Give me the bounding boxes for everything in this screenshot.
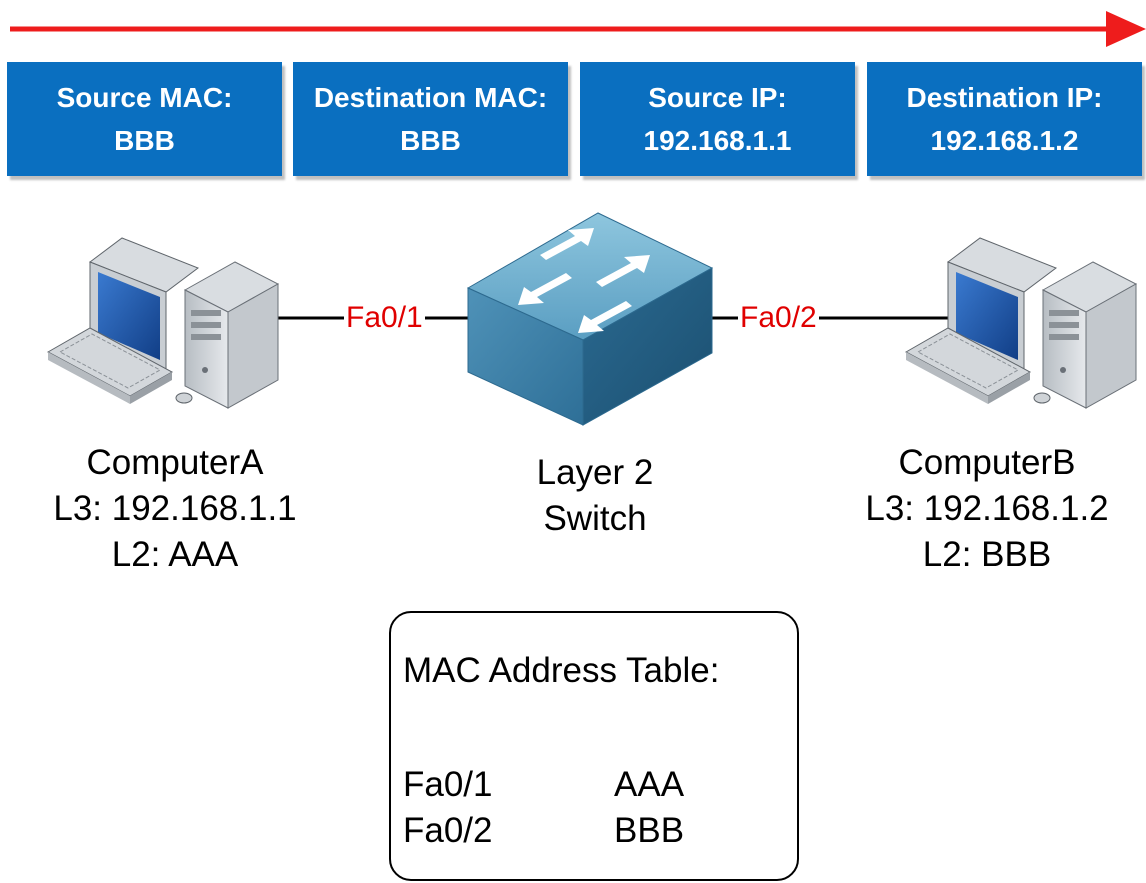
direction-arrow <box>10 11 1146 47</box>
mac-table-mac: BBB <box>614 811 685 850</box>
mac-address-table: MAC Address Table: Fa0/1 AAA Fa0/2 BBB <box>389 611 799 881</box>
mac-table-mac: AAA <box>614 765 685 804</box>
header-source-ip: Source IP: 192.168.1.1 <box>580 62 855 176</box>
computer-b-label: ComputerB L3: 192.168.1.2 L2: BBB <box>822 440 1146 578</box>
header-label: Destination IP: <box>906 82 1103 113</box>
switch-label: Layer 2 Switch <box>480 450 710 542</box>
header-source-mac: Source MAC: BBB <box>7 62 282 176</box>
header-value: BBB <box>114 125 175 156</box>
computer-b-name: ComputerB <box>898 443 1076 482</box>
computer-a-l3: L3: 192.168.1.1 <box>53 489 297 528</box>
header-label: Destination MAC: <box>313 82 548 113</box>
network-diagram <box>46 212 1138 426</box>
port-label-fa0-1: Fa0/1 <box>344 301 425 335</box>
header-value: 192.168.1.2 <box>930 125 1079 156</box>
switch-label-line1: Layer 2 <box>536 453 654 492</box>
computer-b-icon <box>904 237 1138 409</box>
switch-icon <box>466 212 714 426</box>
computer-a-name: ComputerA <box>86 443 264 482</box>
computer-a-icon <box>46 237 280 409</box>
computer-b-l3: L3: 192.168.1.2 <box>865 489 1109 528</box>
header-label: Source MAC: <box>56 82 233 113</box>
header-value: BBB <box>400 125 461 156</box>
mac-table-port: Fa0/1 <box>403 765 493 804</box>
computer-b-l2: L2: BBB <box>922 535 1052 574</box>
port-label-fa0-2: Fa0/2 <box>738 301 819 335</box>
header-destination-ip: Destination IP: 192.168.1.2 <box>867 62 1142 176</box>
header-destination-mac: Destination MAC: BBB <box>293 62 568 176</box>
computer-a-label: ComputerA L3: 192.168.1.1 L2: AAA <box>10 440 340 578</box>
header-value: 192.168.1.1 <box>643 125 792 156</box>
switch-label-line2: Switch <box>543 499 647 538</box>
computer-a-l2: L2: AAA <box>111 535 239 574</box>
header-label: Source IP: <box>648 82 787 113</box>
mac-table-port: Fa0/2 <box>403 811 493 850</box>
mac-table-title: MAC Address Table: <box>403 651 720 690</box>
